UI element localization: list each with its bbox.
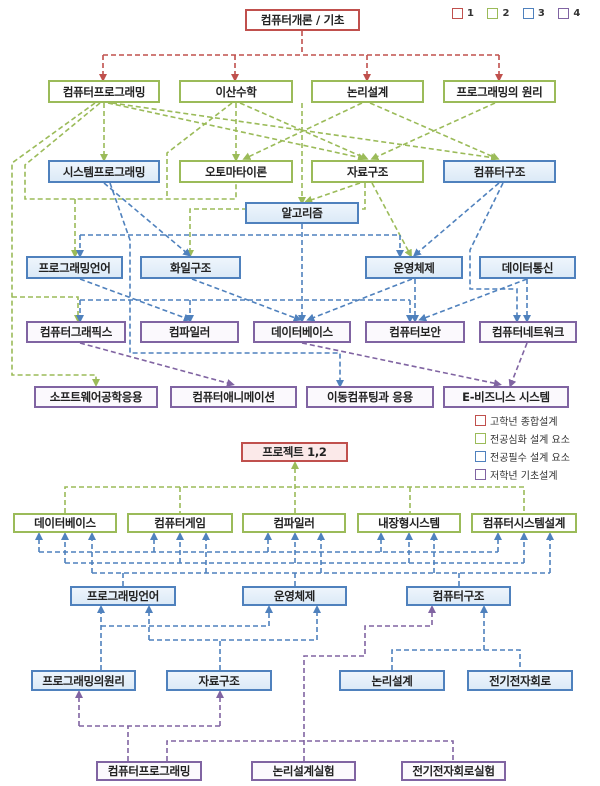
node: 컴퓨터시스템설계 [471, 513, 577, 533]
legend-label: 전공필수 설계 요소 [490, 453, 570, 464]
legend-item: 저학년 기초설계 [475, 467, 570, 482]
node: 프로그래밍언어 [70, 586, 176, 606]
node: 데이터베이스 [13, 513, 117, 533]
node: 내장형시스템 [357, 513, 461, 533]
legend-item-1: 1 [452, 8, 474, 19]
node: 컴파일러 [140, 321, 239, 343]
node: 컴퓨터그래픽스 [26, 321, 126, 343]
node: 프로그래밍언어 [26, 256, 123, 279]
node: 컴퓨터게임 [127, 513, 233, 533]
legend-item: 고학년 종합설계 [475, 413, 570, 428]
edges-level4 [79, 342, 528, 388]
node: 이산수학 [179, 80, 293, 103]
node-intro: 컴퓨터개론 / 기초 [245, 9, 360, 31]
legend-swatch-icon [522, 8, 534, 19]
node: 데이터베이스 [253, 321, 351, 343]
legend-item-3: 3 [522, 8, 545, 19]
legend-label: 고학년 종합설계 [490, 417, 558, 428]
legend-label: 2 [502, 8, 510, 19]
node: 시스템프로그래밍 [48, 160, 160, 183]
node: E-비즈니스 시스템 [443, 386, 569, 408]
edges-level2 [11, 102, 500, 387]
node: 컴파일러 [242, 513, 346, 533]
edges-level3 [76, 182, 531, 388]
legend-swatch-icon [487, 8, 499, 19]
node: 컴퓨터프로그래밍 [48, 80, 160, 103]
legend-item-4: 4 [558, 8, 580, 19]
node: 컴퓨터구조 [443, 160, 556, 183]
bottom-edges-green [64, 461, 525, 513]
node: 운영체제 [365, 256, 463, 279]
bottom-edges-purple [75, 605, 454, 761]
node: 운영체제 [242, 586, 347, 606]
design-legend: 고학년 종합설계 전공심화 설계 요소 전공필수 설계 요소 저학년 기초설계 [475, 413, 570, 485]
legend-swatch-icon [558, 8, 570, 19]
node: 논리설계실험 [251, 761, 356, 781]
legend-swatch-icon [475, 433, 486, 444]
legend-item: 전공필수 설계 요소 [475, 449, 570, 464]
node: 컴퓨터네트워크 [479, 321, 577, 343]
node: 전기전자회로 [467, 670, 573, 691]
legend-swatch-icon [452, 8, 463, 19]
node: 오토마타이론 [179, 160, 293, 183]
legend-swatch-icon [475, 451, 486, 462]
node: 자료구조 [311, 160, 424, 183]
node: 이동컴퓨팅과 응용 [306, 386, 434, 408]
node: 화일구조 [140, 256, 241, 279]
node: 논리설계 [311, 80, 424, 103]
legend-label: 저학년 기초설계 [490, 471, 558, 482]
edges-level1 [99, 31, 503, 82]
legend-item: 전공심화 설계 요소 [475, 431, 570, 446]
legend-label: 1 [467, 8, 474, 19]
node: 알고리즘 [245, 202, 359, 224]
level-legend: 1 2 3 4 [452, 8, 590, 22]
node: 논리설계 [339, 670, 445, 691]
legend-label: 4 [573, 8, 581, 19]
node: 컴퓨터프로그래밍 [96, 761, 202, 781]
node: 자료구조 [166, 670, 272, 691]
legend-swatch-icon [475, 415, 486, 426]
node: 프로그래밍의원리 [31, 670, 136, 691]
node: 데이터통신 [479, 256, 576, 279]
node: 소프트웨어공학응용 [34, 386, 158, 408]
node: 전기전자회로실험 [401, 761, 506, 781]
legend-label: 3 [537, 8, 545, 19]
node-project: 프로젝트 1,2 [241, 442, 348, 462]
bottom-edges-blue [35, 532, 554, 670]
node: 프로그래밍의 원리 [443, 80, 556, 103]
node: 컴퓨터구조 [406, 586, 511, 606]
node: 컴퓨터보안 [365, 321, 465, 343]
legend-swatch-icon [475, 469, 486, 480]
node: 컴퓨터애니메이션 [170, 386, 297, 408]
legend-item-2: 2 [487, 8, 509, 19]
legend-label: 전공심화 설계 요소 [490, 435, 570, 446]
